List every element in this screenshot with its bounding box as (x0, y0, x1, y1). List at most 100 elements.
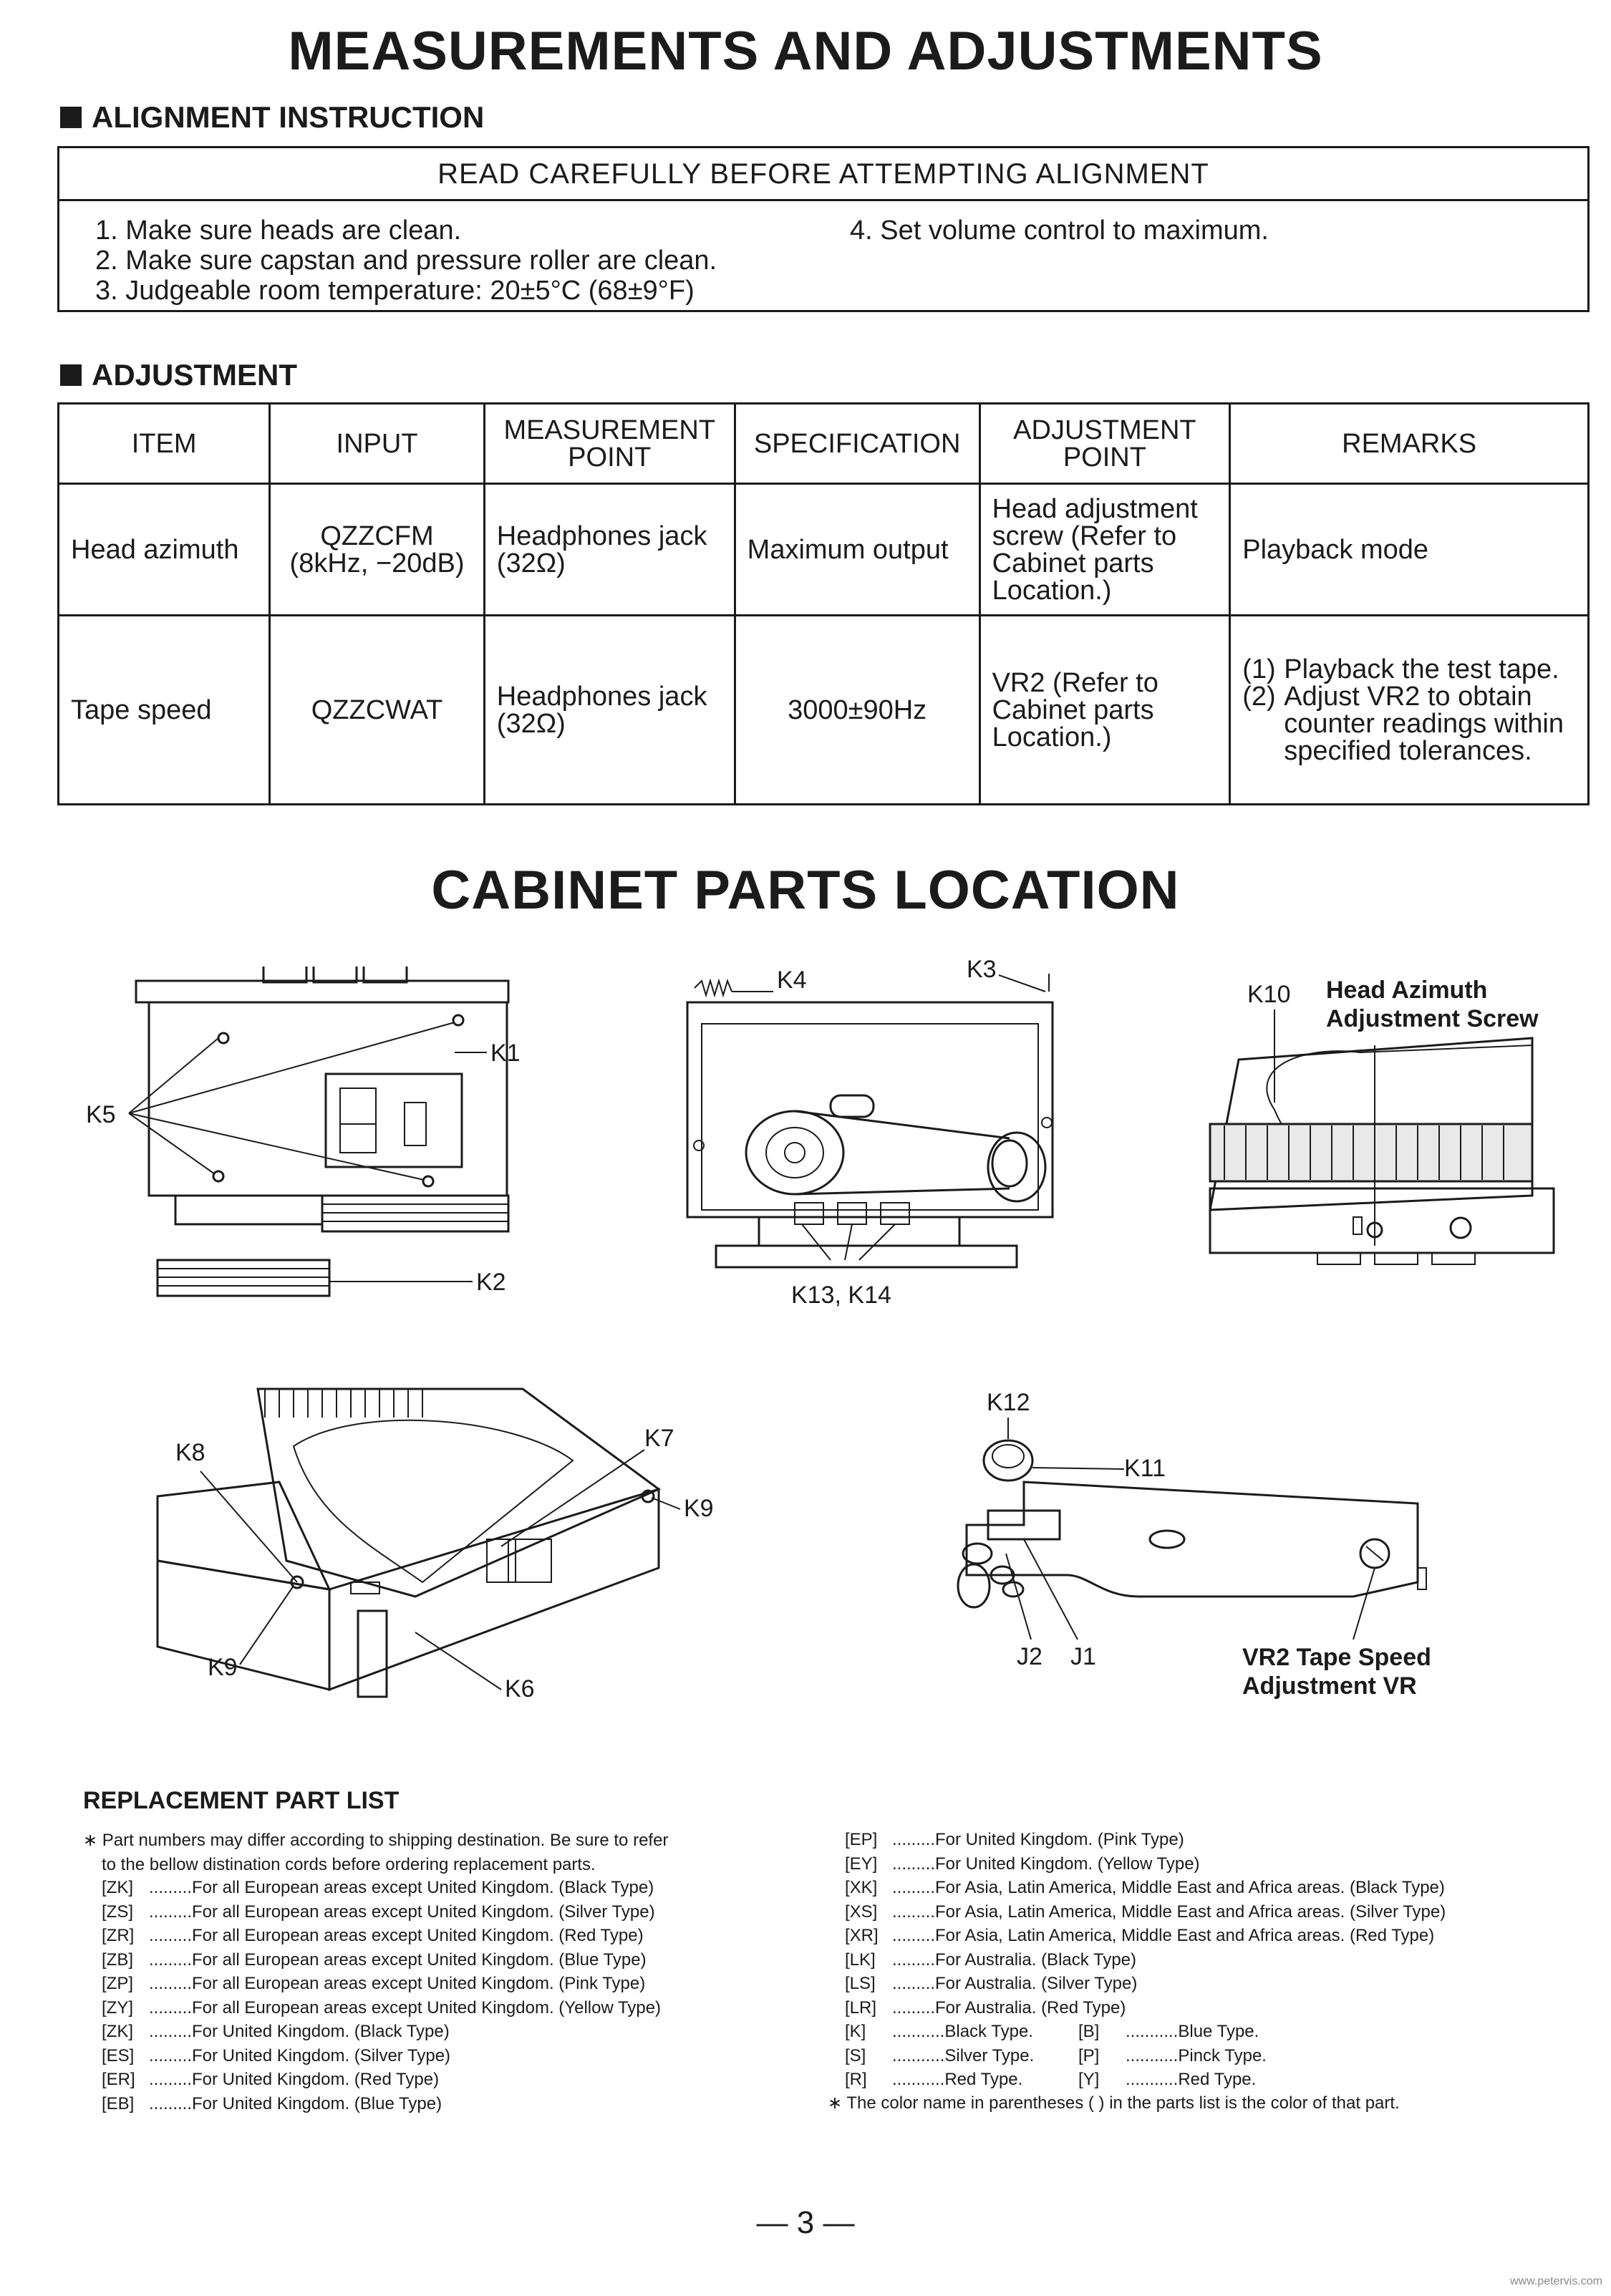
list-number: (2) (1242, 681, 1276, 712)
list-text: Playback the test tape. (1284, 654, 1559, 684)
replacement-title: REPLACEMENT PART LIST (83, 1787, 400, 1814)
color-code: [P] (1078, 2045, 1100, 2065)
color-codes: [K]...........Black Type.[B]...........B… (845, 2020, 1267, 2092)
label-k9-right: K9 (684, 1495, 714, 1522)
replacement-note-2: to the bellow distination cords before o… (102, 1855, 596, 1874)
dest-text: .........For United Kingdom. (Blue Type) (149, 2093, 442, 2113)
list-item: [S]...........Silver Type.[P]...........… (845, 2044, 1267, 2068)
column-header: ITEM (57, 402, 271, 485)
cell-input: QZZCWAT (268, 614, 485, 805)
label-k5: K5 (86, 1101, 116, 1128)
bullet-square-icon (60, 107, 82, 128)
dest-code: [EY] (845, 1854, 878, 1874)
color-code: [Y] (1078, 2070, 1100, 2089)
rear-view-diagram: K5 K1 K2 (86, 967, 521, 1297)
label-k4: K4 (777, 967, 807, 994)
vr2-label-line2: Adjustment VR (1242, 1672, 1417, 1700)
column-header: SPECIFICATION (733, 402, 981, 485)
color-text: ...........Red Type. (892, 2070, 1023, 2089)
page-title: MEASUREMENTS AND ADJUSTMENTS (288, 21, 1323, 82)
table-header-row: ITEM INPUT MEASUREMENT POINT SPECIFICATI… (57, 402, 1590, 485)
cell-measurement: Headphones jack (32Ω) (483, 614, 736, 805)
dest-code: [ZP] (102, 1974, 134, 1993)
cell-adjustment: Head adjustment screw (Refer to Cabinet … (978, 483, 1232, 616)
table-row: Tape speed QZZCWAT Headphones jack (32Ω)… (57, 614, 1590, 805)
head-azimuth-label-line1: Head Azimuth (1326, 977, 1487, 1004)
dest-text: .........For Australia. (Black Type) (892, 1949, 1137, 1970)
cell-item: Head azimuth (57, 483, 271, 616)
column-header: REMARKS (1229, 402, 1590, 485)
dest-text: .........For all European areas except U… (149, 1997, 662, 2018)
destination-codes-left: [ZK] .........For all European areas exce… (102, 1876, 661, 2116)
head-azimuth-label-line2: Adjustment Screw (1326, 1005, 1539, 1032)
list-item: [ZB].........For all European areas exce… (102, 1948, 661, 1972)
color-text: ...........Red Type. (1126, 2070, 1257, 2089)
pcb-vr2-diagram: K12 K11 J2 J1 VR2 Tape Speed Adjustment … (957, 1389, 1431, 1700)
list-item: [EB].........For United Kingdom. (Blue T… (102, 2092, 661, 2116)
dest-text: .........For all European areas except U… (149, 1949, 647, 1970)
dest-code: [ZY] (102, 1997, 134, 2018)
list-item: [XK].........For Asia, Latin America, Mi… (845, 1876, 1446, 1900)
dest-code: [ZK] (102, 2022, 134, 2041)
label-k8: K8 (175, 1439, 205, 1466)
cell-adjustment: VR2 (Refer to Cabinet parts Location.) (978, 614, 1232, 805)
list-item: [ZR].........For all European areas exce… (102, 1924, 661, 1948)
vr2-label-line1: VR2 Tape Speed (1242, 1644, 1431, 1671)
dest-code: [ES] (102, 2045, 135, 2065)
list-item: [ZP] .........For all European areas exce… (102, 1972, 661, 1996)
alignment-item: 4. Set volume control to maximum. (850, 215, 1269, 246)
label-k2: K2 (476, 1269, 506, 1296)
cabinet-title: CABINET PARTS LOCATION (431, 860, 1180, 921)
list-item: [ZS].........For all European areas exce… (102, 1900, 661, 1924)
page-number: — 3 — (756, 2205, 855, 2240)
cell-remarks: Playback mode (1229, 483, 1590, 616)
adjustment-heading-text: ADJUSTMENT (92, 358, 298, 392)
label-k1: K1 (490, 1040, 521, 1067)
alignment-box-title: READ CAREFULLY BEFORE ATTEMPTING ALIGNME… (59, 148, 1587, 201)
dest-text: .........For United Kingdom. (Silver Typ… (149, 2045, 451, 2065)
alignment-item: 1. Make sure heads are clean. (95, 215, 462, 246)
list-item: [XS].........For Asia, Latin America, Mi… (845, 1900, 1446, 1924)
dest-text: .........For Asia, Latin America, Middle… (892, 1902, 1446, 1922)
vent-lines-top (264, 1389, 423, 1418)
dest-text: .........For Australia. (Silver Type) (892, 1974, 1138, 1993)
list-item: [LS] .........For Australia. (Silver Type… (845, 1972, 1446, 1996)
dest-text: .........For all European areas except U… (149, 1974, 646, 1993)
alignment-item: 3. Judgeable room temperature: 20±5°C (6… (95, 276, 695, 306)
list-item: [EY].........For United Kingdom. (Yellow… (845, 1852, 1446, 1876)
label-j1: J1 (1070, 1643, 1096, 1670)
dest-text: .........For Asia, Latin America, Middle… (892, 1926, 1435, 1945)
dest-code: [LS] (845, 1974, 876, 1993)
list-item: [ER].........For United Kingdom. (Red Ty… (102, 2068, 661, 2092)
cell-remarks: (1)Playback the test tape. (2)Adjust VR2… (1229, 614, 1590, 805)
cell-measurement: Headphones jack (32Ω) (483, 483, 736, 616)
lid-diagram: K10 Head Azimuth Adjustment Screw (1209, 977, 1555, 1265)
dest-text: .........For Australia. (Red Type) (892, 1997, 1126, 2018)
list-item: [ZY] .........For all European areas exce… (102, 1996, 661, 2020)
dest-text: .........For Asia, Latin America, Middle… (892, 1878, 1445, 1897)
list-item: [ZK].........For all European areas exce… (102, 1876, 661, 1900)
color-code: [R] (845, 2070, 867, 2089)
dest-code: [LK] (845, 1949, 876, 1970)
color-text: ...........Blue Type. (1126, 2022, 1259, 2041)
dest-code: [ZR] (102, 1926, 135, 1945)
dest-code: [XR] (845, 1926, 879, 1945)
vent-lines (1224, 1125, 1504, 1180)
label-k10: K10 (1247, 981, 1291, 1008)
replacement-note-1: ∗ Part numbers may differ according to s… (83, 1831, 669, 1850)
list-item: [LK] .........For Australia. (Black Type) (845, 1948, 1446, 1972)
column-header: MEASUREMENT POINT (483, 402, 736, 485)
color-note: ∗ The color name in parentheses ( ) in t… (828, 2093, 1400, 2113)
mechanism-diagram: K4 K3 K13, K14 (686, 959, 1054, 1309)
chassis-open-diagram: K8 K7 K9 K9 K6 (156, 1387, 714, 1702)
list-item: (1)Playback the test tape. (1242, 656, 1576, 683)
label-k11: K11 (1124, 1455, 1166, 1482)
cell-input: QZZCFM (8kHz, −20dB) (268, 483, 485, 616)
label-k3: K3 (967, 959, 997, 983)
list-item: [XR] .........For Asia, Latin America, Mi… (845, 1924, 1446, 1948)
list-item: [LR].........For Australia. (Red Type) (845, 1996, 1446, 2020)
dest-text: .........For all European areas except U… (149, 1902, 655, 1922)
cell-item: Tape speed (57, 614, 271, 805)
label-k13-k14: K13, K14 (791, 1282, 891, 1309)
destination-codes-right: [EP].........For United Kingdom. (Pink T… (845, 1828, 1446, 2020)
